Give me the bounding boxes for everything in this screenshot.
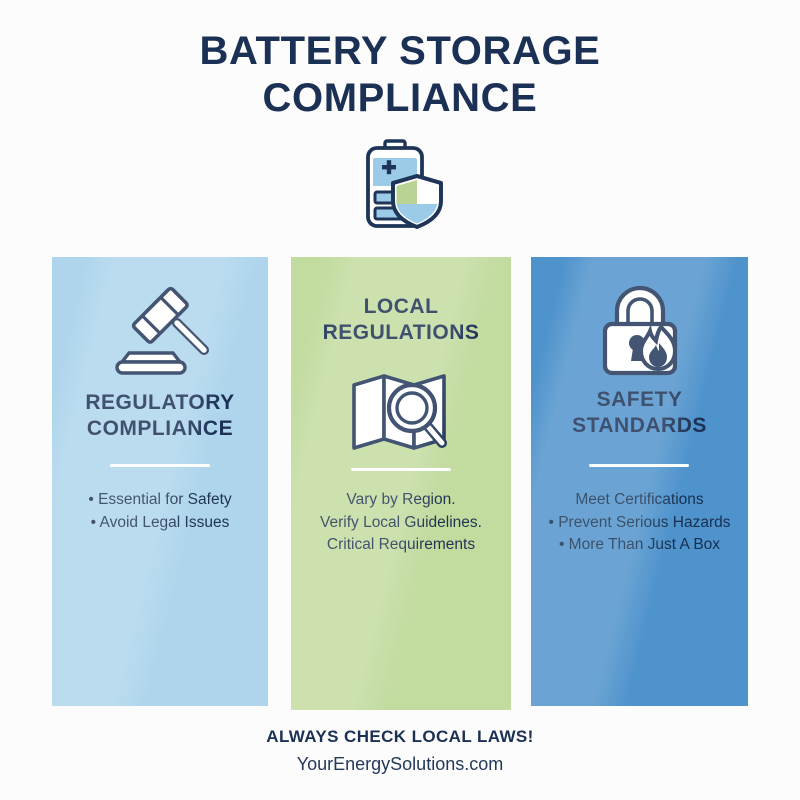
title-line-1: BATTERY STORAGE <box>199 29 601 73</box>
card-body-safety: Meet Certifications • Prevent Serious Ha… <box>531 489 748 557</box>
card-bullet: • Essential for Safety <box>88 491 232 508</box>
card-title-regulatory: REGULATORY COMPLIANCE <box>52 390 268 442</box>
card-title-line-2: STANDARDS <box>572 414 707 437</box>
card-title-line-1: SAFETY <box>596 388 683 411</box>
card-bullet: • Avoid Legal Issues <box>90 513 230 531</box>
footer-url[interactable]: YourEnergySolutions.com <box>296 754 504 774</box>
map-magnifier-icon <box>291 367 511 455</box>
card-body-local: Vary by Region. Verify Local Guidelines.… <box>291 489 511 557</box>
card-title-line-1: LOCAL <box>363 295 439 318</box>
battery-shield-icon <box>355 138 445 230</box>
card-divider <box>110 464 210 467</box>
card-title-local: LOCAL REGULATIONS <box>291 294 511 346</box>
card-line: Verify Local Guidelines. <box>320 513 482 531</box>
card-divider <box>351 468 451 471</box>
card-local-regulations[interactable]: LOCAL REGULATIONS <box>291 257 511 710</box>
page-title: BATTERY STORAGE COMPLIANCE <box>0 28 800 122</box>
card-title-line-2: REGULATIONS <box>322 321 480 344</box>
card-regulatory-compliance[interactable]: REGULATORY COMPLIANCE • Essential for Sa… <box>52 257 268 706</box>
card-line: Vary by Region. <box>346 491 456 508</box>
card-title-safety: SAFETY STANDARDS <box>531 387 748 439</box>
card-title-line-1: REGULATORY <box>85 391 235 414</box>
footer-headline: ALWAYS CHECK LOCAL LAWS! <box>266 727 534 746</box>
card-divider <box>589 464 689 467</box>
gavel-icon <box>52 283 268 375</box>
padlock-flame-icon <box>531 281 748 377</box>
card-body-regulatory: • Essential for Safety • Avoid Legal Iss… <box>52 489 268 534</box>
footer: ALWAYS CHECK LOCAL LAWS! YourEnergySolut… <box>0 726 800 777</box>
card-bullet: • More Than Just A Box <box>558 536 721 553</box>
card-bullet: • Prevent Serious Hazards <box>548 513 731 531</box>
title-line-2: COMPLIANCE <box>262 76 538 120</box>
card-bullet: Meet Certifications <box>575 491 704 508</box>
card-safety-standards[interactable]: SAFETY STANDARDS Meet Certifications • P… <box>531 257 748 706</box>
card-line: Critical Requirements <box>326 536 476 553</box>
card-title-line-2: COMPLIANCE <box>86 417 234 440</box>
